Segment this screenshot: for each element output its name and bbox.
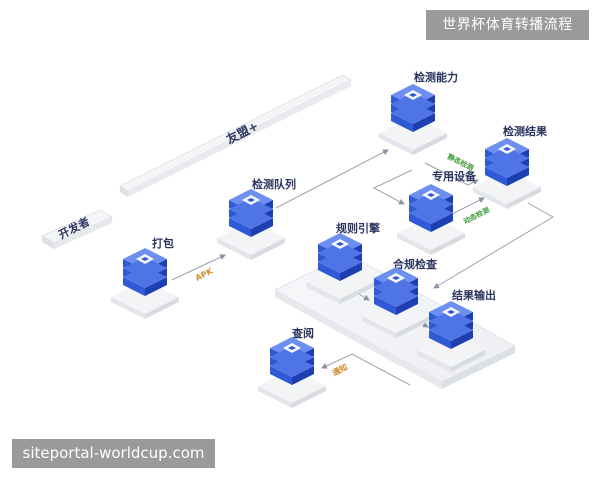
server-stacks (111, 84, 541, 408)
node-label-result: 检测结果 (503, 124, 547, 138)
server-stack-output (417, 301, 485, 372)
bolt-icon (404, 90, 422, 100)
node-label-queue: 检测队列 (252, 177, 296, 191)
node-label-rule: 规则引擎 (336, 221, 380, 235)
server-stack-pack (111, 248, 179, 319)
server-stack-ability (379, 84, 447, 155)
node-label-compliance: 合规检查 (393, 257, 437, 271)
book-icon (283, 343, 301, 353)
header-title: 世界杯体育转播流程 (426, 10, 589, 40)
doc-icon (136, 254, 154, 264)
edge-pack-queue (171, 254, 226, 281)
node-label-review: 查阅 (292, 326, 314, 340)
server-stack-compliance (362, 267, 430, 338)
server-stack-rule (306, 233, 374, 304)
edge-result-compliance (433, 202, 554, 289)
edge-label-notify: 通知 (330, 362, 349, 378)
server-stack-result (473, 138, 541, 209)
server-stack-device (397, 184, 465, 255)
edge-output-review (321, 353, 411, 386)
phone-icon (422, 190, 440, 200)
developer-platform (40, 209, 114, 249)
node-label-output: 结果输出 (451, 288, 496, 302)
send-icon (442, 307, 460, 317)
check-icon (498, 144, 516, 154)
edge-queue-ability (275, 149, 389, 209)
node-label-device: 专用设备 (432, 169, 477, 183)
clock-icon (242, 195, 260, 205)
node-label-ability: 检测能力 (414, 70, 458, 84)
list-icon (331, 239, 349, 249)
edge-ability-result (424, 162, 479, 186)
edge-device-result (449, 197, 485, 216)
server-stack-review (258, 337, 326, 408)
eye-icon (387, 273, 405, 283)
edge-ability-device (372, 169, 413, 205)
footer-domain: siteportal-worldcup.com (12, 439, 215, 468)
edge-label-dynamic: 动态检测 (462, 205, 491, 226)
server-stack-queue (217, 189, 285, 260)
partner-platform-bar (118, 74, 353, 197)
node-label-pack: 打包 (152, 236, 174, 250)
partner-label: 友盟+ (223, 118, 261, 147)
